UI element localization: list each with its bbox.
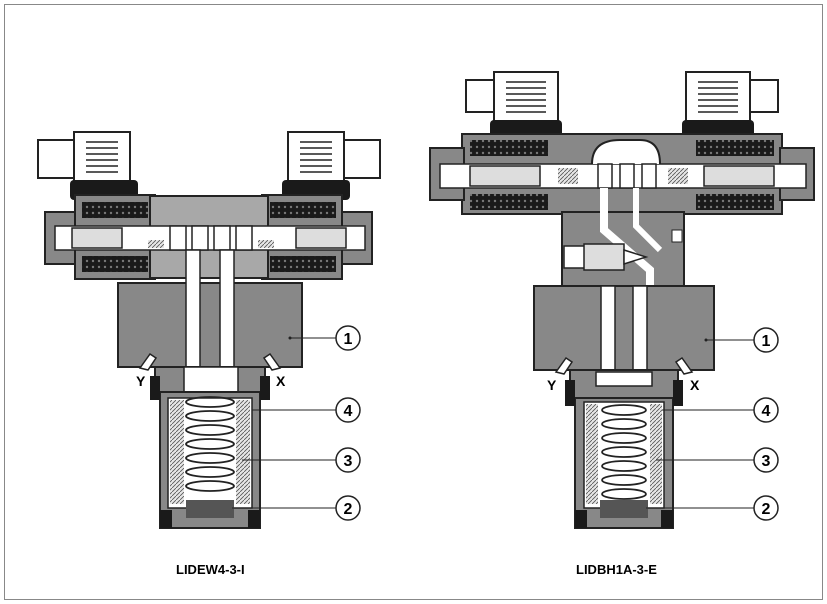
left-port-y-label: Y [136, 373, 146, 389]
right-port-x-label: X [690, 377, 700, 393]
right-valve-main-body [533, 285, 715, 385]
right-port-y-label: Y [547, 377, 557, 393]
left-callout-4: 4 [344, 403, 353, 420]
right-callout-4: 4 [762, 403, 771, 420]
left-port-x-label: X [276, 373, 286, 389]
right-valve-callout-lines [646, 339, 754, 509]
left-valve-connector-left [37, 131, 138, 200]
right-valve-solenoid-body [429, 133, 815, 215]
right-callout-1: 1 [762, 333, 771, 350]
right-callout-3: 3 [762, 453, 771, 470]
left-valve-connector-right [282, 131, 381, 200]
right-valve: 1 4 3 2 Y X LIDBH1A-3-E [429, 71, 815, 577]
left-callout-3: 3 [344, 453, 353, 470]
left-valve-cartridge [150, 366, 270, 529]
right-valve-caption: LIDBH1A-3-E [576, 562, 657, 577]
left-valve-main-body [117, 249, 303, 371]
right-callout-2: 2 [762, 501, 771, 518]
right-valve-cartridge [565, 369, 683, 529]
left-valve-callout-lines [232, 337, 336, 509]
right-valve-callout-circles [753, 327, 779, 521]
left-valve: 1 4 3 2 Y X LIDEW4-3-I [37, 131, 381, 577]
left-callout-1: 1 [344, 331, 353, 348]
left-valve-caption: LIDEW4-3-I [176, 562, 245, 577]
left-valve-callout-circles [335, 325, 361, 521]
left-valve-solenoid-body [44, 194, 373, 280]
right-valve-connector-right [682, 71, 779, 140]
left-callout-2: 2 [344, 501, 353, 518]
right-valve-connector-left [465, 71, 562, 140]
